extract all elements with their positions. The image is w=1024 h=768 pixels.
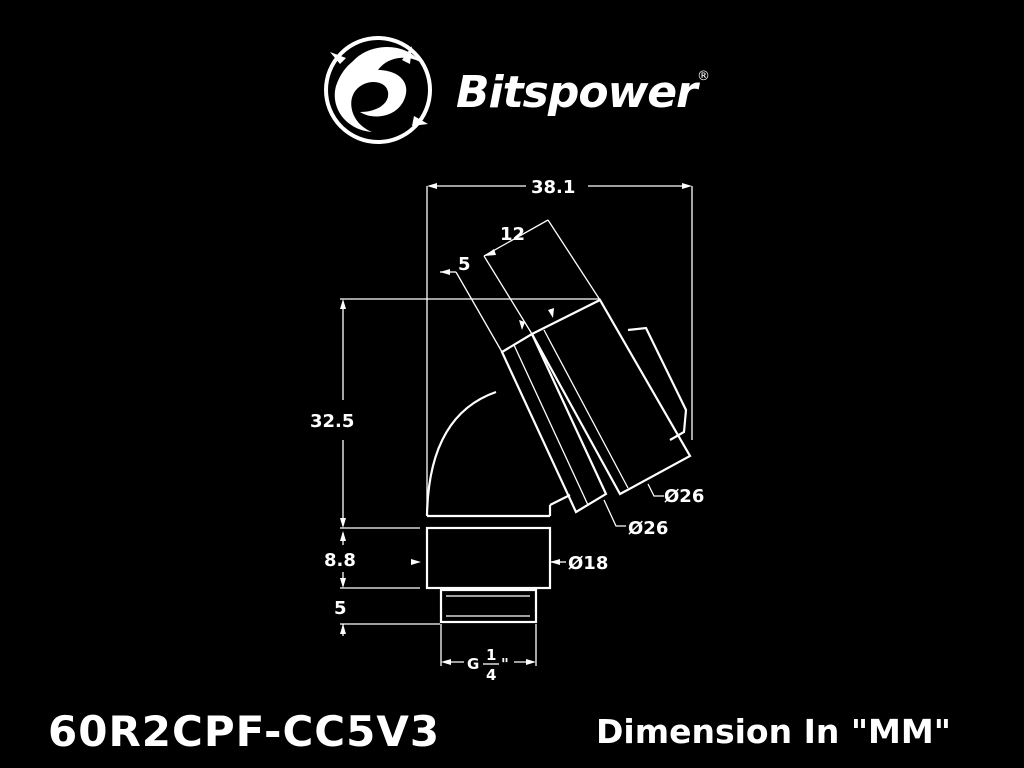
dim-12: 12 <box>500 224 525 245</box>
elbow-curve <box>425 390 497 517</box>
dim-32-5: 32.5 <box>310 411 354 432</box>
dim-5-top: 5 <box>458 254 471 275</box>
tube-stub <box>627 326 688 441</box>
fitting-drawing <box>425 298 692 624</box>
dim-38-1: 38.1 <box>531 177 575 198</box>
unit-note: Dimension In "MM" <box>596 712 951 751</box>
bitspower-dragon-logo-icon <box>324 36 432 144</box>
dim-dia-18: Ø18 <box>568 553 608 574</box>
model-number: 60R2CPF-CC5V3 <box>48 707 440 756</box>
dim-dia-26-cap: Ø26 <box>664 486 704 507</box>
thread-fraction-num: 1 <box>486 646 496 664</box>
registered-mark: ® <box>697 69 710 84</box>
brand-name: Bitspower <box>456 67 700 118</box>
thread-section <box>439 588 538 624</box>
dim-8-8: 8.8 <box>324 550 356 571</box>
thread-inch-mark: " <box>501 655 509 673</box>
thread-g-label: G <box>467 655 479 673</box>
thread-fraction-den: 4 <box>486 666 496 684</box>
compression-cap <box>530 298 692 496</box>
lower-body <box>425 526 552 590</box>
thread-spec: G 1 4 " <box>467 646 509 684</box>
dim-5-bottom: 5 <box>334 598 347 619</box>
collar-ring <box>500 332 608 514</box>
dim-dia-26-ring: Ø26 <box>628 518 668 539</box>
dimension-lines <box>340 183 693 666</box>
